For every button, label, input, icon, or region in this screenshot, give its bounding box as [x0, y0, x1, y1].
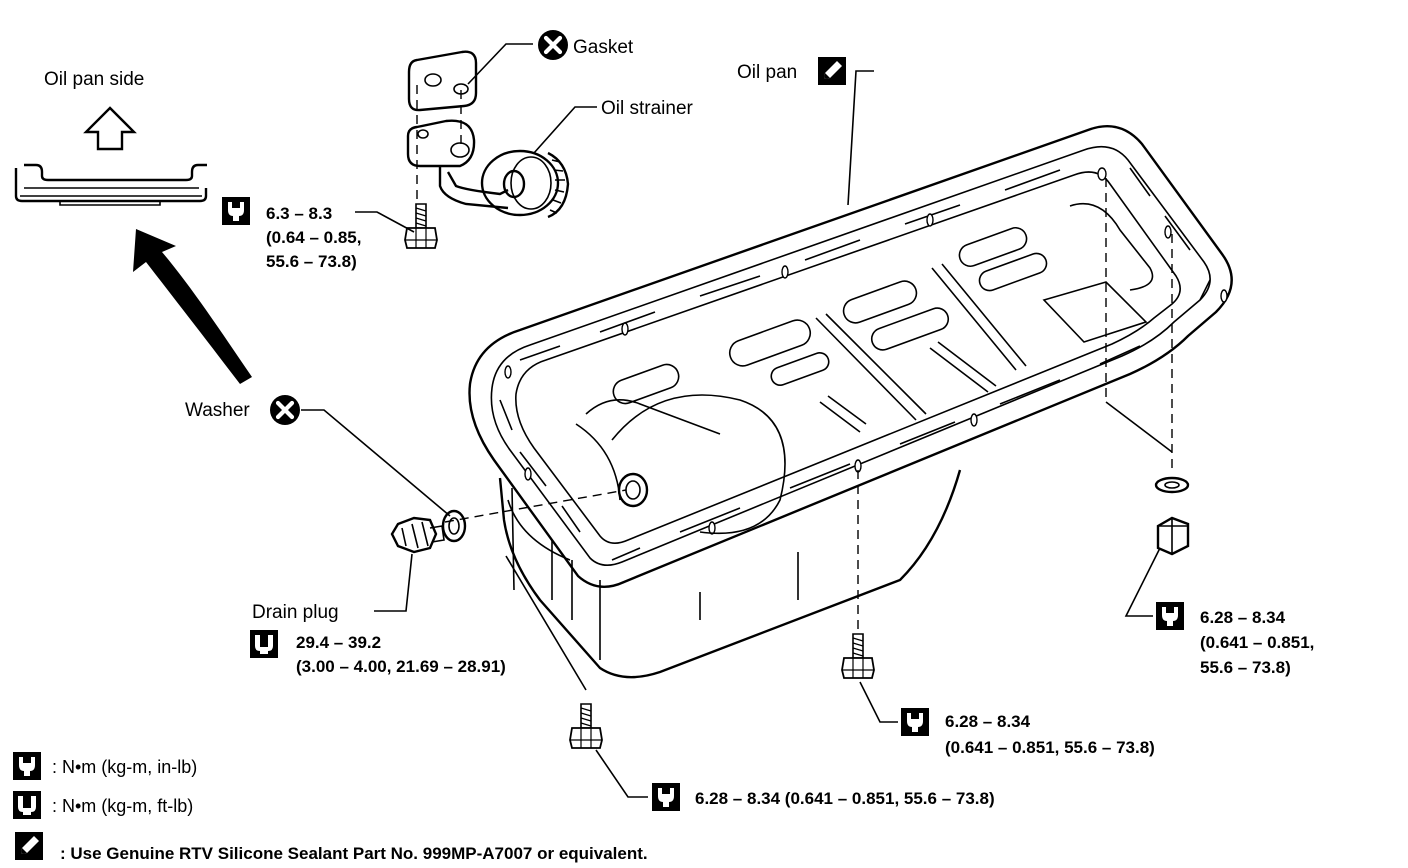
gasket-cross-section: Oil pan side [14, 69, 252, 384]
center-bolt-callout: 6.28 – 8.34 (0.641 – 0.851, 55.6 – 73.8) [901, 708, 1155, 757]
drain-plug-torque-line2: (3.00 – 4.00, 21.69 – 28.91) [296, 657, 506, 676]
assembly-lines [444, 178, 1173, 691]
gasket-label: Gasket [573, 37, 634, 58]
wrench-in-lb-icon [1156, 602, 1184, 630]
center-bolt [841, 633, 875, 679]
x-circle-icon [270, 395, 300, 425]
strainer-bolt-callout: 6.3 – 8.3 (0.64 – 0.85, 55.6 – 73.8) [222, 197, 361, 271]
wrench-in-lb-icon [901, 708, 929, 736]
oil-strainer-callout: Oil strainer [601, 98, 694, 119]
sealant-pencil-icon [818, 57, 846, 85]
oil-pan-label: Oil pan [737, 62, 797, 83]
right-nut-torque-line1: 6.28 – 8.34 [1200, 608, 1286, 627]
wrench-ft-lb-icon [13, 791, 41, 819]
leader-lines [301, 43, 1161, 798]
wrench-in-lb-icon [652, 783, 680, 811]
strainer-bolt [404, 203, 438, 249]
washer-label: Washer [185, 400, 250, 421]
oil-pan-callout: Oil pan [737, 57, 846, 85]
legend-sealant: : Use Genuine RTV Silicone Sealant Part … [60, 844, 648, 863]
right-nut [1156, 516, 1190, 556]
drain-plug-label: Drain plug [252, 602, 339, 623]
sealant-pencil-icon [15, 832, 43, 860]
center-bolt-torque-line2: (0.641 – 0.851, 55.6 – 73.8) [945, 738, 1155, 757]
washer-callout: Washer [185, 395, 300, 425]
oil-pan-drawing [468, 125, 1233, 679]
curved-arrow-icon [133, 229, 252, 384]
legend-in-lb: : N•m (kg-m, in-lb) [52, 757, 197, 777]
oil-pan-side-label: Oil pan side [44, 69, 144, 90]
center-bolt-torque-line1: 6.28 – 8.34 [945, 712, 1031, 731]
drain-plug-torque-line1: 29.4 – 39.2 [296, 633, 381, 652]
right-stud-washer [1154, 476, 1190, 494]
strainer-torque-line2: (0.64 – 0.85, [266, 228, 361, 247]
oil-strainer-label: Oil strainer [601, 98, 694, 119]
x-circle-icon [538, 30, 568, 60]
front-bolt-torque-line1: 6.28 – 8.34 (0.641 – 0.851, 55.6 – 73.8) [695, 789, 995, 808]
legend: : N•m (kg-m, in-lb) : N•m (kg-m, ft-lb) … [13, 752, 648, 863]
legend-ft-lb: : N•m (kg-m, ft-lb) [52, 796, 193, 816]
front-bolt-callout: 6.28 – 8.34 (0.641 – 0.851, 55.6 – 73.8) [652, 783, 995, 811]
wrench-ft-lb-icon [250, 630, 278, 658]
right-nut-torque-line3: 55.6 – 73.8) [1200, 658, 1291, 677]
wrench-in-lb-icon [13, 752, 41, 780]
drain-plug-callout: Drain plug 29.4 – 39.2 (3.00 – 4.00, 21.… [250, 602, 506, 676]
strainer-torque-line1: 6.3 – 8.3 [266, 204, 332, 223]
drain-plug-assembly [390, 509, 467, 554]
gasket-callout: Gasket [538, 30, 634, 60]
right-nut-callout: 6.28 – 8.34 (0.641 – 0.851, 55.6 – 73.8) [1156, 602, 1314, 677]
up-arrow-icon [83, 106, 137, 151]
front-bolt [569, 703, 603, 749]
oil-strainer-assembly [404, 50, 570, 249]
wrench-in-lb-icon [222, 197, 250, 225]
strainer-torque-line3: 55.6 – 73.8) [266, 252, 357, 271]
right-nut-torque-line2: (0.641 – 0.851, [1200, 633, 1314, 652]
